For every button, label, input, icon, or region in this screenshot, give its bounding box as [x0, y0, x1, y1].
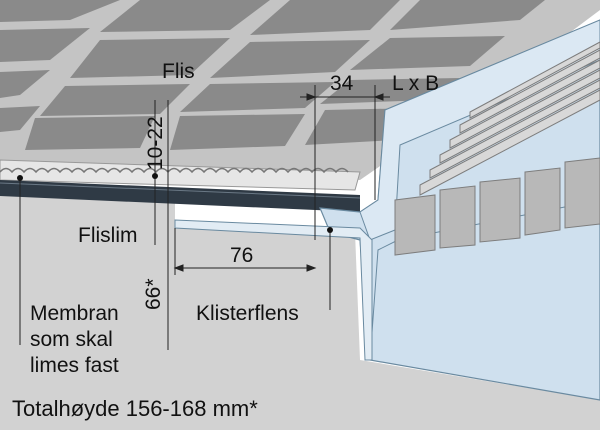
label-membrane-line1: Membran: [30, 302, 119, 325]
concrete-substrate: [0, 195, 600, 430]
label-adhesive-flange: Klisterflens: [196, 302, 299, 325]
tile-adhesive-layer: [0, 159, 361, 191]
drain-grating: [394, 41, 600, 256]
membrane-layer: [0, 180, 361, 212]
label-tile: Flis: [162, 60, 195, 83]
label-dim-lxb: L x B: [392, 72, 439, 95]
label-dim-10-22: 10-22: [144, 116, 167, 170]
label-tile-adhesive: Flislim: [78, 224, 137, 247]
dimension-lines: [19, 85, 390, 350]
tile-surface: [0, 0, 600, 180]
marker-dots: [17, 173, 333, 233]
label-dim-34: 34: [330, 72, 354, 95]
label-membrane-line2: som skal: [30, 328, 113, 351]
label-total-height: Totalhøyde 156-168 mm*: [12, 396, 258, 421]
label-membrane-line3: limes fast: [30, 354, 119, 377]
label-dim-76: 76: [230, 244, 253, 267]
adhesive-flange: [174, 219, 373, 361]
label-dim-66: 66*: [142, 278, 165, 310]
